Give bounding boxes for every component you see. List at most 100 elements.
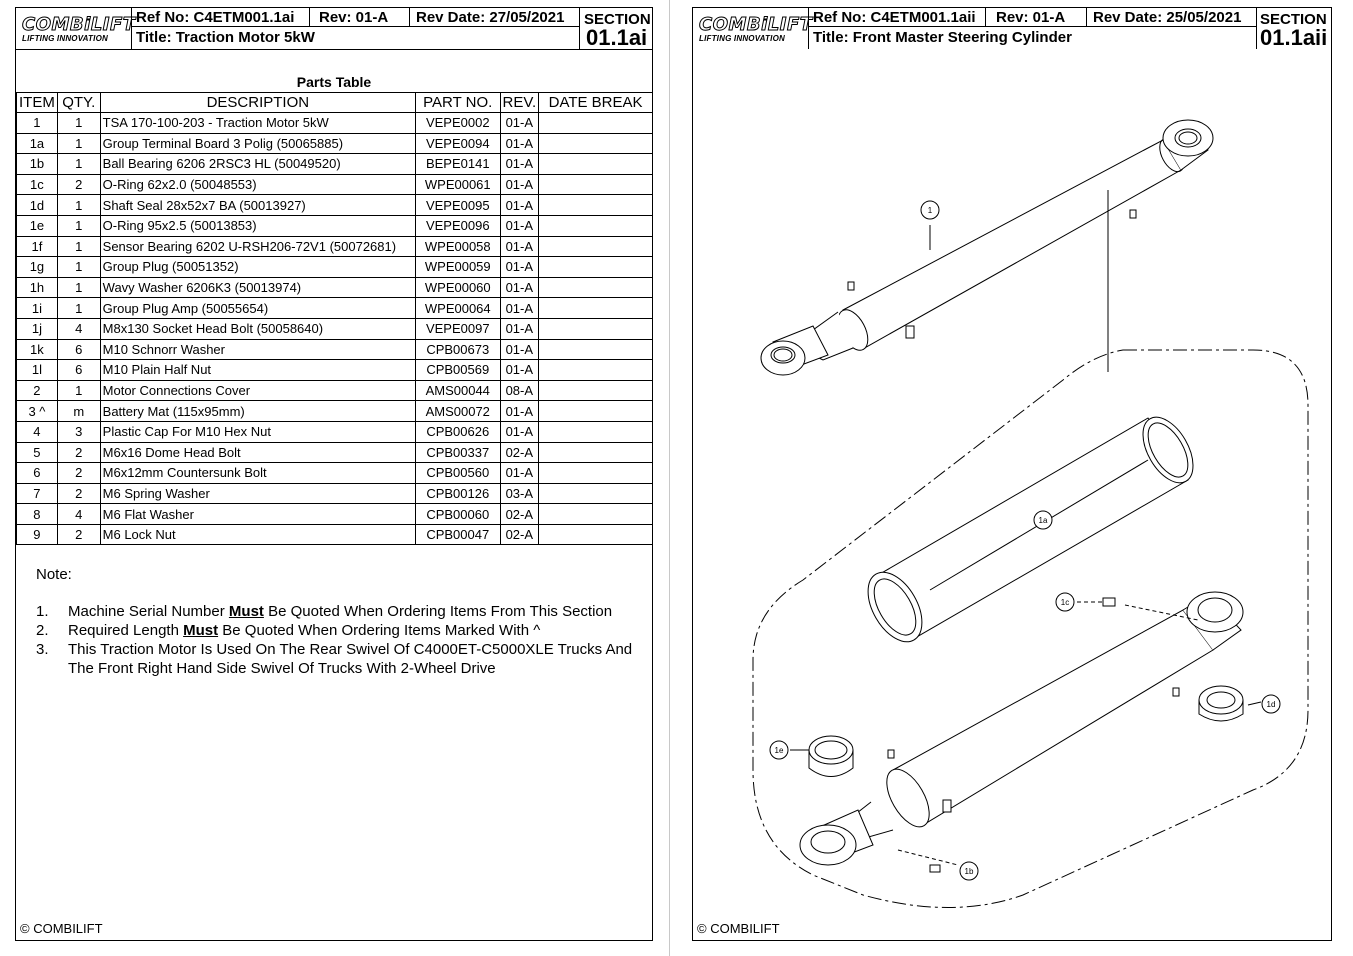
- cell-description: Plastic Cap For M10 Hex Nut: [99, 420, 417, 443]
- combilift-logo: COMBiLIFT LIFTING INNOVATION: [699, 15, 813, 46]
- seal-1d: [1198, 685, 1244, 722]
- cell-description: M8x130 Socket Head Bolt (50058640): [99, 317, 417, 340]
- cell-description: Ball Bearing 6206 2RSC3 HL (50049520): [99, 153, 417, 175]
- cell-qty: 1: [56, 235, 101, 258]
- cell-part-no: VEPE0095: [415, 194, 501, 216]
- cell-description: M6x16 Dome Head Bolt: [99, 441, 417, 464]
- cell-description: O-Ring 62x2.0 (50048553): [99, 173, 417, 196]
- cell-item: 1f: [16, 235, 58, 258]
- cell-rev: 01-A: [499, 214, 540, 237]
- cell-part-no: WPE00060: [415, 276, 501, 299]
- cell-item: 1b: [16, 153, 58, 175]
- callout-label: 1e: [775, 746, 784, 755]
- cell-part-no: CPB00673: [415, 338, 501, 361]
- cell-description: Group Plug Amp (50055654): [99, 297, 417, 319]
- cell-date-break: [538, 256, 653, 278]
- rev-date: Rev Date: 27/05/2021: [416, 9, 565, 26]
- cell-description: M6 Flat Washer: [99, 503, 417, 525]
- logo-tagline: LIFTING INNOVATION: [22, 34, 108, 43]
- cell-part-no: WPE00061: [415, 173, 501, 196]
- callout-label: 1: [928, 206, 933, 215]
- cell-qty: 2: [56, 441, 101, 464]
- cell-item: 2: [16, 379, 58, 402]
- ref-number: Ref No: C4ETM001.1ai: [136, 9, 295, 26]
- exploded-view-boundary: [752, 349, 1309, 908]
- cell-qty: 6: [56, 359, 101, 381]
- col-description: DESCRIPTION: [99, 92, 417, 113]
- cell-rev: 08-A: [499, 379, 540, 402]
- col-part-no: PART NO.: [415, 92, 501, 113]
- callout-1a: 1a: [1033, 510, 1053, 530]
- cell-part-no: CPB00569: [415, 359, 501, 381]
- note-number: 1.: [36, 603, 49, 620]
- cell-rev: 01-A: [499, 359, 540, 381]
- note-text-start: Machine Serial Number: [68, 603, 229, 620]
- cell-rev: 01-A: [499, 420, 540, 443]
- section-number: 01.1aii: [1260, 25, 1328, 50]
- cell-qty: 4: [56, 503, 101, 525]
- cell-qty: 2: [56, 173, 101, 196]
- note-emphasis: Must: [183, 622, 219, 639]
- note-text: This Traction Motor Is Used On The Rear …: [68, 640, 648, 678]
- cell-date-break: [538, 359, 653, 381]
- cell-date-break: [538, 482, 653, 505]
- cell-description: TSA 170-100-203 - Traction Motor 5kW: [99, 112, 417, 134]
- cell-description: Motor Connections Cover: [99, 379, 417, 402]
- cell-qty: 2: [56, 462, 101, 484]
- cell-item: 1l: [16, 359, 58, 381]
- cell-date-break: [538, 132, 653, 155]
- callout-label: 1b: [965, 867, 974, 876]
- cell-rev: 02-A: [499, 523, 540, 546]
- cell-qty: 2: [56, 523, 101, 546]
- note-item: 3.This Traction Motor Is Used On The Rea…: [36, 640, 648, 678]
- cell-item: 1k: [16, 338, 58, 361]
- col-date-break: DATE BREAK: [538, 92, 653, 113]
- cell-rev: 01-A: [499, 297, 540, 319]
- note-text: Machine Serial Number Must Be Quoted Whe…: [68, 602, 648, 621]
- cell-item: 9: [16, 523, 58, 546]
- cell-part-no: WPE00058: [415, 235, 501, 258]
- cell-date-break: [538, 173, 653, 196]
- cell-item: 1g: [16, 256, 58, 278]
- cell-description: Shaft Seal 28x52x7 BA (50013927): [99, 194, 417, 216]
- col-qty: QTY.: [56, 92, 101, 113]
- cell-description: Group Terminal Board 3 Polig (50065885): [99, 132, 417, 155]
- cell-item: 1: [16, 112, 58, 134]
- section-number: 01.1ai: [586, 25, 648, 50]
- cell-rev: 01-A: [499, 112, 540, 134]
- cell-part-no: BEPE0141: [415, 153, 501, 175]
- cell-qty: 3: [56, 420, 101, 443]
- cell-rev: 02-A: [499, 503, 540, 525]
- cell-qty: 1: [56, 214, 101, 237]
- cell-description: M6 Spring Washer: [99, 482, 417, 505]
- cell-item: 1e: [16, 214, 58, 237]
- part-1c: [1102, 597, 1116, 607]
- cell-qty: 1: [56, 194, 101, 216]
- cell-date-break: [538, 112, 653, 134]
- cell-rev: 01-A: [499, 153, 540, 175]
- copyright: © COMBILIFT: [697, 921, 780, 936]
- cell-date-break: [538, 276, 653, 299]
- notes-list: 1. Machine Serial Number Must Be Quoted W…: [36, 602, 648, 678]
- parts-table-header: ITEM QTY. DESCRIPTION PART NO. REV. DATE…: [16, 92, 653, 113]
- cell-description: Wavy Washer 6206K3 (50013974): [99, 276, 417, 299]
- cell-part-no: AMS00044: [415, 379, 501, 402]
- cell-description: Group Plug (50051352): [99, 256, 417, 278]
- cell-date-break: [538, 523, 653, 546]
- cell-rev: 01-A: [499, 276, 540, 299]
- cell-date-break: [538, 420, 653, 443]
- sheet-title: Title: Front Master Steering Cylinder: [813, 29, 1072, 46]
- cell-part-no: VEPE0097: [415, 317, 501, 340]
